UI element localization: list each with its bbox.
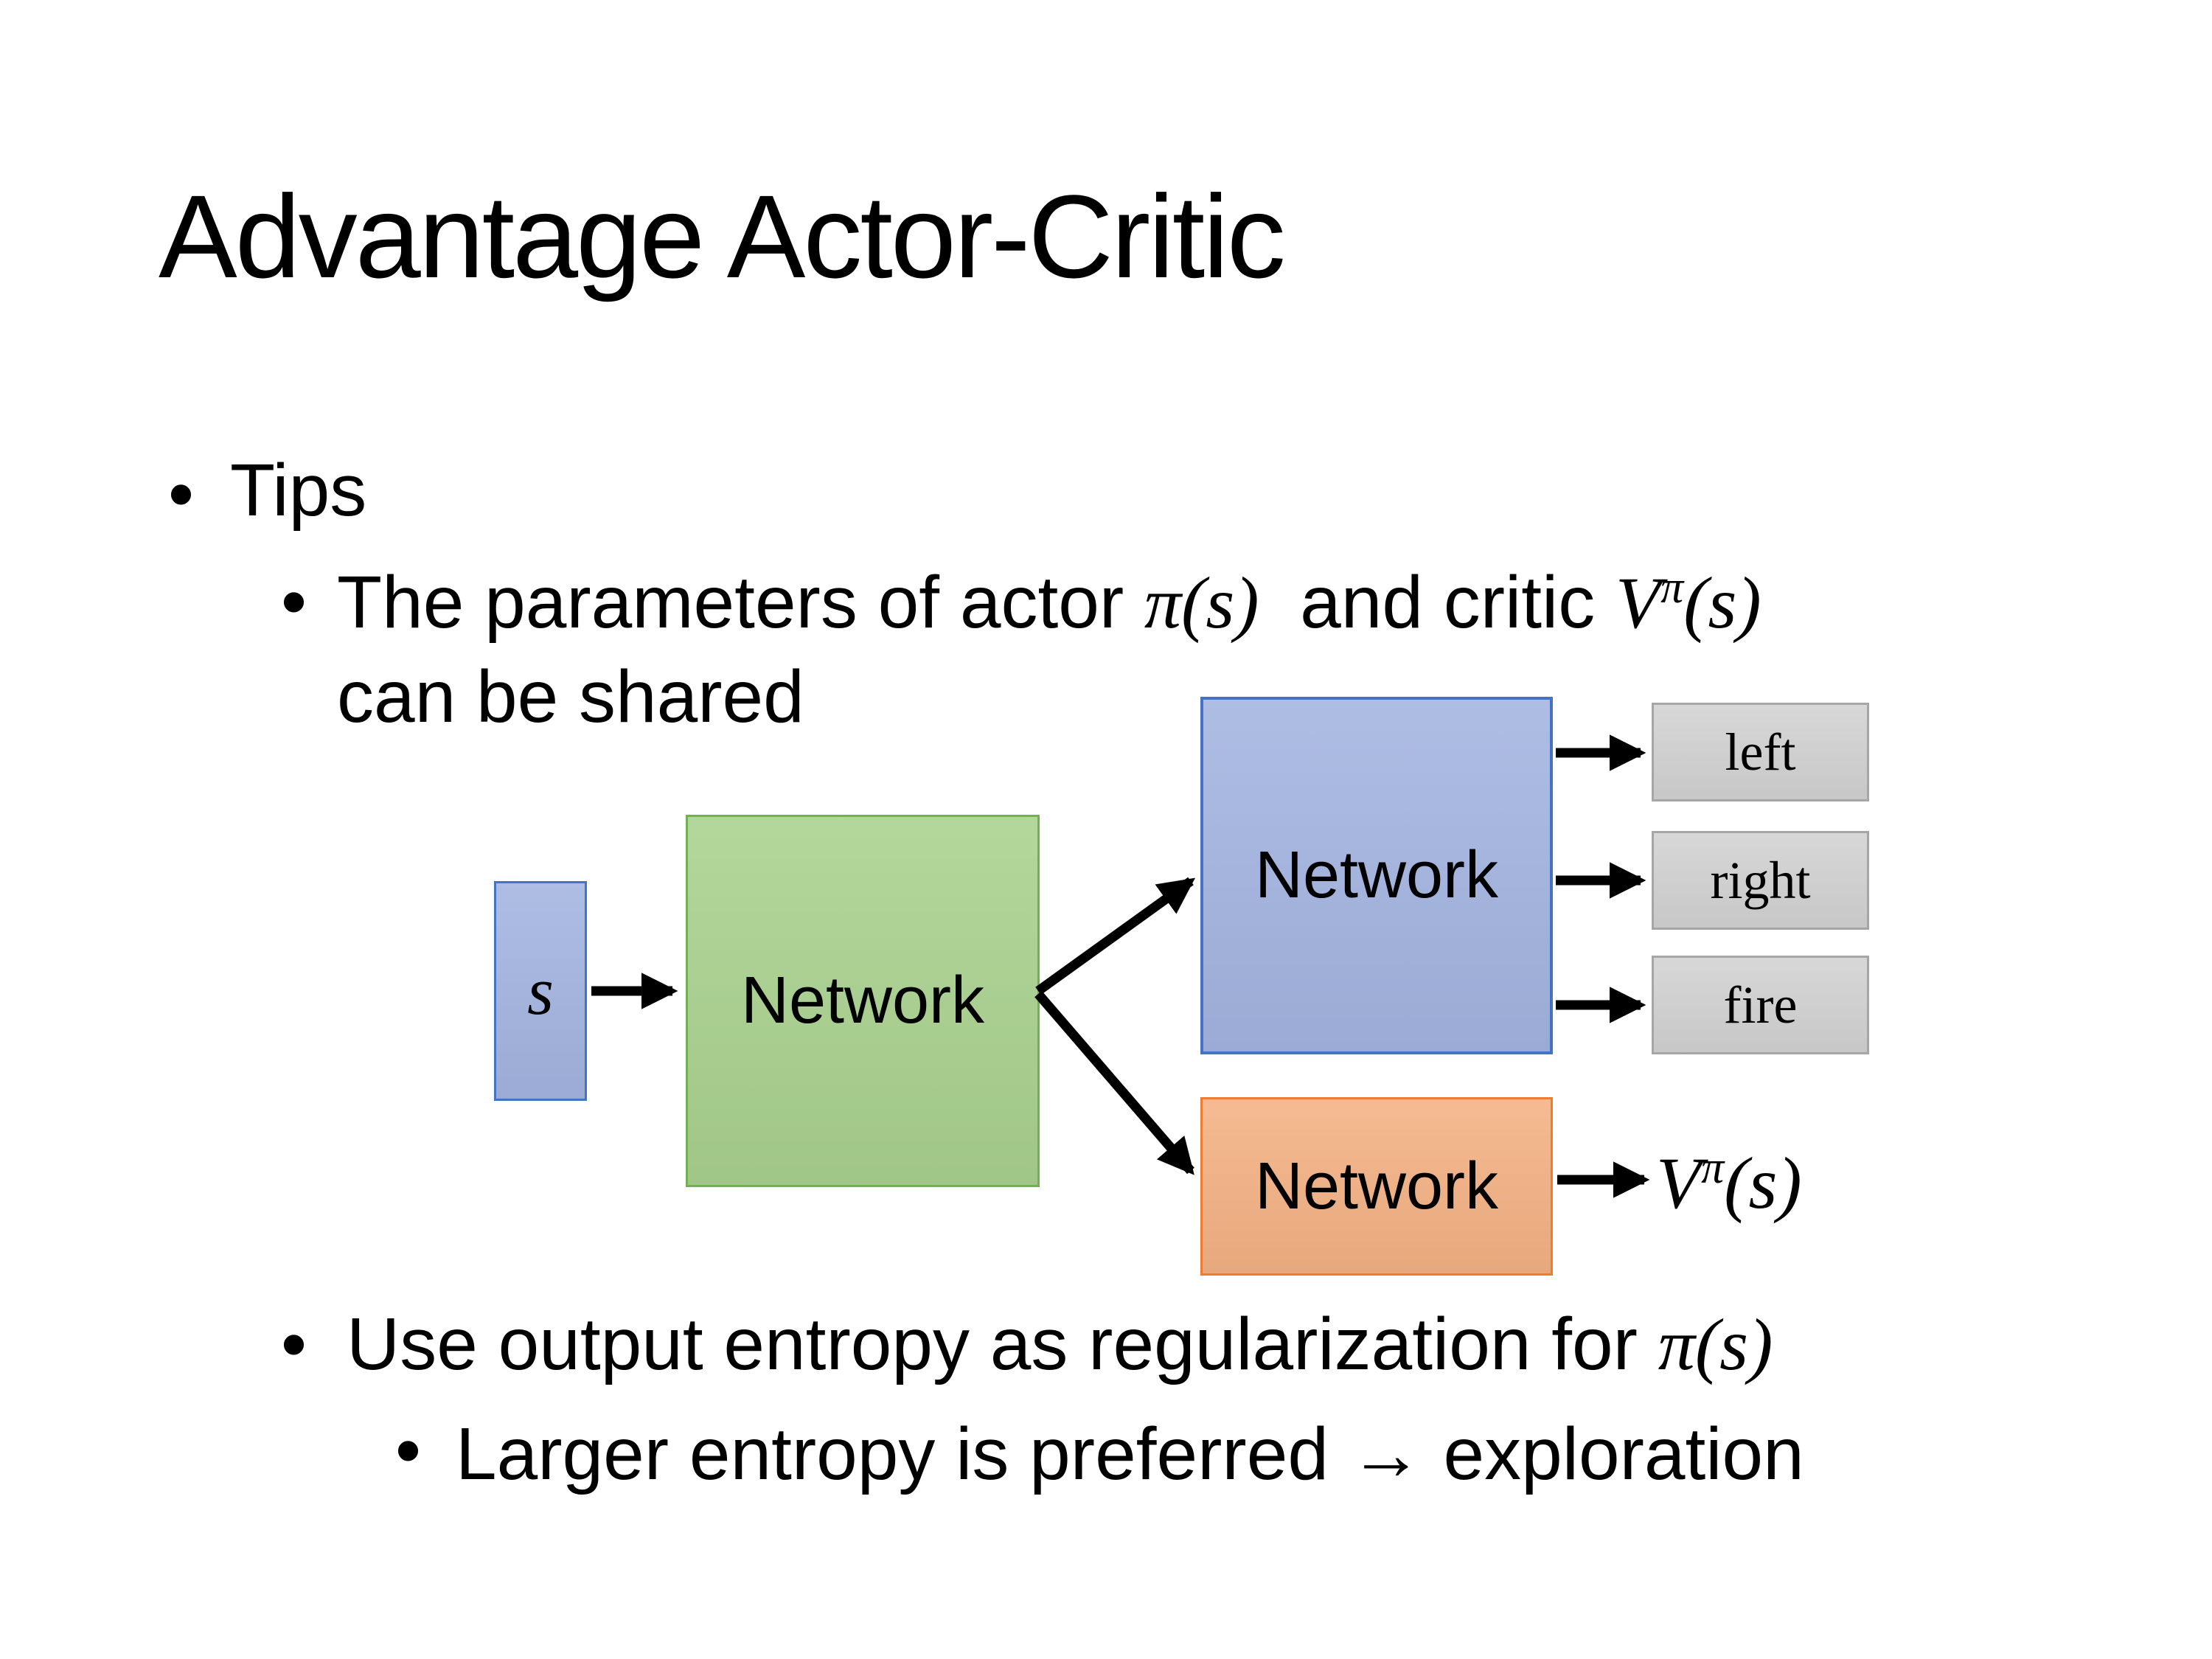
entropy-prefix-text: Use output entropy as regularization for: [347, 1303, 1658, 1385]
critic-value-base: V: [1615, 562, 1661, 644]
critic-network-label: Network: [1254, 1149, 1499, 1223]
actor-network-label: Network: [1254, 838, 1499, 912]
action-left-label: left: [1725, 722, 1796, 782]
bullet-shared-line2: can be shared: [337, 655, 804, 738]
critic-network-box: Network: [1200, 1097, 1553, 1276]
critic-value-args: (s): [1683, 562, 1761, 644]
shared-middle-text: and critic: [1259, 561, 1616, 644]
arrow-shared-to-critic: [1034, 990, 1194, 1175]
bullet-dot: •: [281, 560, 307, 643]
shared-prefix-text: The parameters of actor: [337, 561, 1144, 644]
action-right-box: right: [1652, 831, 1869, 930]
critic-value-sup: π: [1660, 562, 1684, 613]
critic-output-sup: π: [1701, 1142, 1725, 1193]
bullet-shared-line1: The parameters of actor π(s) and critic …: [337, 558, 1761, 657]
bullet-exploration: Larger entropy is preferred → exploratio…: [456, 1413, 1804, 1495]
bullet-dot: •: [281, 1303, 307, 1385]
state-input-box: s: [494, 881, 587, 1101]
shared-network-label: Network: [740, 964, 985, 1037]
action-right-label: right: [1710, 850, 1811, 910]
entropy-policy-math: π(s): [1658, 1304, 1773, 1385]
bullet-dot: •: [168, 453, 195, 535]
critic-output-base: V: [1656, 1142, 1702, 1224]
action-left-box: left: [1652, 703, 1869, 801]
critic-value-math: Vπ(s): [1615, 562, 1761, 644]
critic-output-args: (s): [1724, 1142, 1802, 1224]
shared-network-box: Network: [686, 815, 1040, 1187]
slide-title: Advantage Actor-Critic: [159, 170, 1286, 302]
bullet-tips: Tips: [230, 449, 367, 532]
action-fire-label: fire: [1723, 975, 1798, 1034]
critic-output-math: Vπ(s): [1656, 1139, 1802, 1237]
bullet-entropy: Use output entropy as regularization for…: [347, 1300, 1773, 1389]
action-fire-box: fire: [1652, 956, 1869, 1054]
actor-policy-math: π(s): [1144, 562, 1259, 644]
state-label: s: [527, 953, 554, 1029]
actor-network-box: Network: [1200, 697, 1553, 1054]
bullet-dot: •: [395, 1409, 422, 1492]
arrow-shared-to-actor: [1035, 877, 1196, 995]
